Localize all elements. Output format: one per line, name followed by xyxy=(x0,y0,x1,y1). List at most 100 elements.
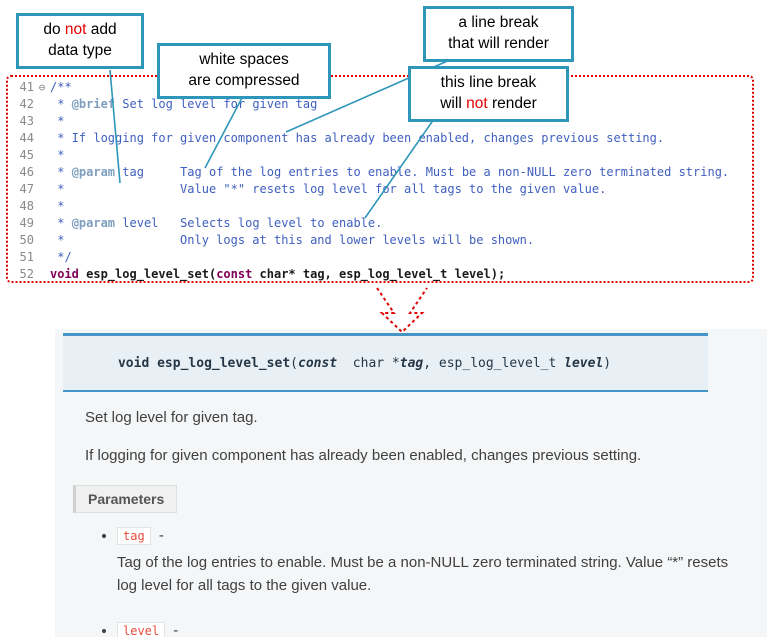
fold-marker-icon: ⊖ xyxy=(38,81,46,94)
line-number: 50 xyxy=(19,233,34,247)
code-line: 51 */ xyxy=(8,249,752,266)
callout-word: will xyxy=(440,94,467,112)
callout-word: a line break xyxy=(458,14,539,31)
text-segment xyxy=(556,356,564,371)
code-lines: 41 ⊖ /** 42 * @brief Set log level for give… xyxy=(8,79,752,281)
text-segment: const xyxy=(298,356,338,371)
text-segment: esp_log_level_set xyxy=(157,356,291,371)
line-number: 48 xyxy=(19,199,34,213)
callout-word: data type xyxy=(48,41,112,59)
code-text: void esp_log_level_set(const char* tag, … xyxy=(50,266,506,281)
param-name-chip: tag xyxy=(117,527,151,545)
code-line: 41 ⊖ /** xyxy=(8,79,752,96)
text-segment: esp_log_level_t xyxy=(438,356,557,371)
text-segment: ) xyxy=(603,356,612,371)
text-segment: tag Tag of the log entries to enable. Mu… xyxy=(115,165,730,179)
text-segment: void xyxy=(50,267,79,281)
fold-gutter xyxy=(34,130,50,147)
text-segment: @param xyxy=(71,216,116,230)
highlighted-word: not xyxy=(64,21,87,38)
text-segment: * xyxy=(50,165,72,179)
line-number: 44 xyxy=(19,131,34,145)
callout-text: white spaces are compressed xyxy=(188,51,299,89)
text-segment: * Only logs at this and lower levels wil… xyxy=(50,233,535,247)
callout-word: this line break xyxy=(440,74,537,91)
text-segment: tag xyxy=(399,356,424,371)
signature-text: void esp_log_level_set(const char *tag, … xyxy=(118,356,611,371)
line-number: 43 xyxy=(19,114,34,128)
text-segment: * xyxy=(50,216,72,230)
fold-gutter xyxy=(34,181,50,198)
text-segment: ( xyxy=(290,356,298,371)
line-number: 51 xyxy=(19,250,34,264)
text-segment: * xyxy=(50,199,65,213)
line-number: 41 xyxy=(19,80,34,94)
function-signature: void esp_log_level_set(const char *tag, … xyxy=(63,333,708,392)
code-line: 42 * @brief Set log level for given tag xyxy=(8,96,752,113)
text-segment: /** xyxy=(50,80,72,94)
fold-gutter xyxy=(34,198,50,215)
fold-gutter xyxy=(34,113,50,130)
text-segment: void xyxy=(117,356,150,371)
param-dash: - xyxy=(169,621,179,637)
fold-gutter xyxy=(34,249,50,266)
fold-gutter xyxy=(34,147,50,164)
code-line: 46 * @param tag Tag of the log entries t… xyxy=(8,164,752,181)
text-segment: const xyxy=(216,267,253,281)
callout-word: render xyxy=(487,94,537,112)
code-line: 50 * Only logs at this and lower levels … xyxy=(8,232,752,249)
code-line: 52 void esp_log_level_set(const char* tag… xyxy=(8,266,752,281)
line-number: 52 xyxy=(19,267,34,281)
flow-arrow-icon xyxy=(376,287,428,334)
rendered-docs: void esp_log_level_set(const char *tag, … xyxy=(55,329,767,637)
callout-text: do not add data type xyxy=(43,21,116,59)
text-segment: char xyxy=(352,356,385,371)
callout-word: white spaces xyxy=(199,51,289,68)
callout-no-datatype: do not add data type xyxy=(16,13,144,69)
doc-paragraph-detail: If logging for given component has alrea… xyxy=(85,446,642,464)
text-segment xyxy=(337,356,353,371)
code-text: * xyxy=(50,198,64,215)
param-item: level -Selects log level to enable. Only… xyxy=(117,621,767,637)
param-item: tag -Tag of the log entries to enable. M… xyxy=(117,527,767,598)
code-line: 48 * xyxy=(8,198,752,215)
text-segment: level xyxy=(564,356,604,371)
callout-text: a line break that will render xyxy=(448,14,549,52)
code-text: * Only logs at this and lower levels wil… xyxy=(50,232,534,249)
highlighted-word: not xyxy=(466,94,488,112)
code-text: * @param level Selects log level to enab… xyxy=(50,215,382,232)
callout-word: do xyxy=(43,21,65,38)
text-segment: @brief xyxy=(71,97,116,111)
callout-break-renders: a line break that will render xyxy=(423,6,574,62)
text-segment: Set log level for given tag xyxy=(115,97,318,111)
code-text: /** xyxy=(50,79,72,96)
code-text: * xyxy=(50,147,64,164)
line-number: 49 xyxy=(19,216,34,230)
code-text: * If logging for given component has alr… xyxy=(50,130,664,147)
text-segment: * xyxy=(384,356,400,371)
parameters-label: Parameters xyxy=(73,485,178,513)
param-head: tag - xyxy=(117,527,767,545)
callout-whitespace-compressed: white spaces are compressed xyxy=(157,43,331,99)
fold-gutter xyxy=(34,232,50,249)
param-list: tag -Tag of the log entries to enable. M… xyxy=(99,527,767,637)
code-text: * Value "*" resets log level for all tag… xyxy=(50,181,606,198)
line-number: 47 xyxy=(19,182,34,196)
code-line: 43 * xyxy=(8,113,752,130)
fold-gutter xyxy=(34,96,50,113)
callout-break-not-renders: this line break will not render xyxy=(408,66,569,122)
param-dash: - xyxy=(154,527,164,544)
param-name-chip: level xyxy=(117,621,166,637)
text-segment: @param xyxy=(71,165,116,179)
fold-gutter xyxy=(34,266,50,281)
code-text: * xyxy=(50,113,64,130)
callout-word: add xyxy=(86,21,117,38)
line-number: 46 xyxy=(19,165,34,179)
callout-word: are compressed xyxy=(188,71,300,89)
param-head: level - xyxy=(117,621,767,637)
callout-word: that will render xyxy=(448,34,549,52)
text-segment: esp_log_level_set( xyxy=(78,267,217,281)
line-number: 45 xyxy=(19,148,34,162)
text-segment: * xyxy=(50,97,72,111)
text-segment: char* tag, esp_log_level_t level); xyxy=(252,267,506,281)
